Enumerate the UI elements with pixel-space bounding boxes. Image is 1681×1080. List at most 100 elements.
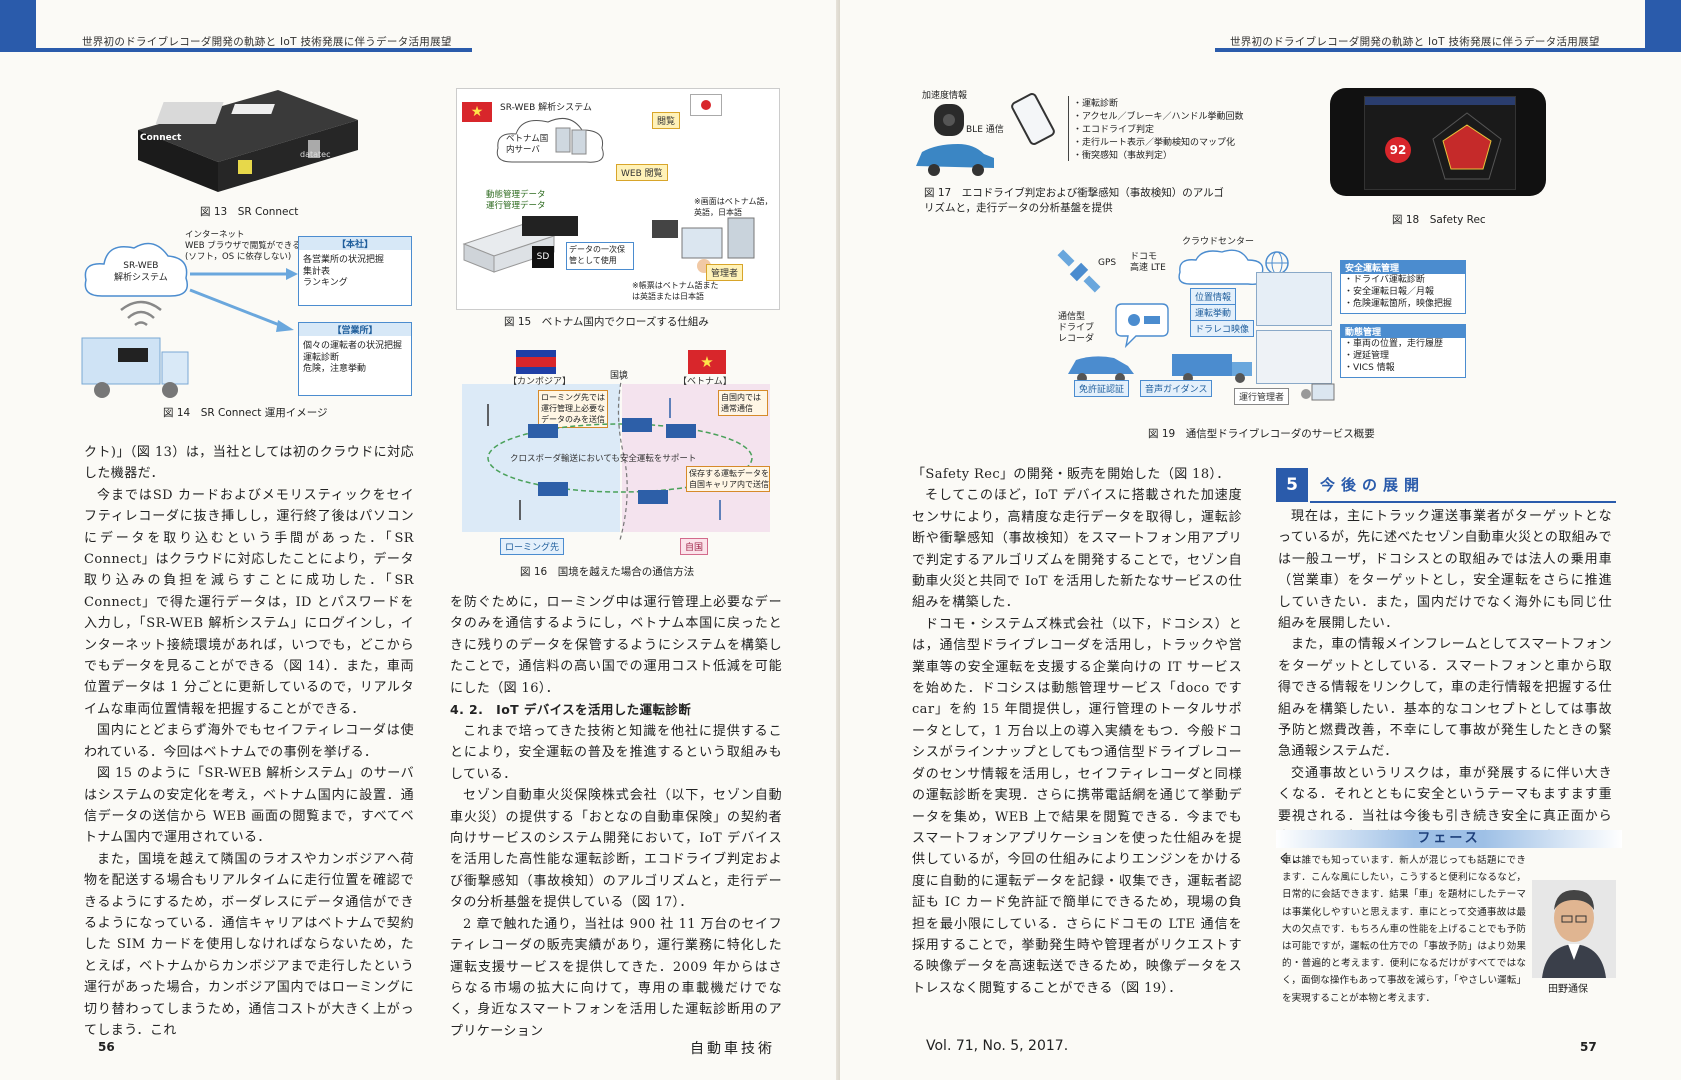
fig14-hq-title: 【本社】	[299, 237, 411, 250]
fig19-license: 免許証認証	[1074, 380, 1130, 397]
satellite-icon	[1057, 249, 1101, 293]
fig19-manager-icon	[1301, 383, 1335, 401]
fig17-item-list: ・運転診断 ・アクセル／ブレーキ／ハンドル挙動回数 ・エコドライブ判定 ・走行ル…	[1068, 96, 1244, 161]
device-label: datatec	[300, 150, 331, 159]
author-portrait	[1532, 880, 1616, 978]
fig14-internet-note: インターネット WEB ブラウザで閲覧ができる (ソフト，OS に依存しない)	[185, 230, 301, 262]
col3-paragraph: そしてこのほど，IoT デバイスに搭載された加速度センサにより，高精度な走行デー…	[912, 488, 1242, 611]
fig17-accel-label: 加速度情報	[922, 91, 968, 101]
fig18-score: 92	[1385, 137, 1411, 163]
fig19-recorder-icon	[1115, 303, 1169, 349]
fig19-cloud	[1178, 249, 1264, 285]
fig16-roaming-label: ローミング先	[500, 538, 565, 555]
fig14-cloud-label: SR-WEB 解析システム	[114, 261, 168, 283]
fig16-border-label: 国境	[610, 371, 629, 381]
fig14-branch-box: 【営業所】 個々の運転者の状況把握 運転診断 危険，注意挙動	[298, 322, 412, 396]
body-column-2: を防ぐために，ローミング中は運行管理上必要なデータのみを通信するようにし，ベトナ…	[450, 592, 782, 1042]
fig18-phone: 92	[1330, 88, 1546, 196]
fig16-vietnam: 【ベトナム】	[678, 377, 732, 387]
fig16-border-line	[617, 375, 628, 541]
fig14-cloud	[84, 242, 188, 297]
body-column-1: クト)」（図 13）は，当社としては初のクラウドに対応した機器だ． 今まではSD…	[84, 442, 414, 1041]
fig19-tag: 運転挙動	[1190, 304, 1237, 321]
header-accent-right	[1645, 0, 1681, 52]
vietnam-flag-icon-2: ★	[688, 350, 726, 374]
fig15-report-note: ※帳票はベトナム語また は英語または日本語	[632, 281, 719, 301]
japan-flag-icon	[690, 94, 722, 116]
fig19-gps: GPS	[1098, 258, 1117, 268]
fig19-motion-title: 動態管理	[1341, 325, 1465, 338]
cambodia-flag-icon	[516, 350, 556, 374]
fig15-view-label: 閲覧	[652, 112, 681, 129]
fig18-app-header	[1365, 97, 1515, 105]
fig19-docomo: ドコモ 高速 LTE	[1130, 252, 1166, 273]
fig14-hq-box: 【本社】 各営業所の状況把握 集計表 ランキング	[298, 236, 412, 306]
fig15-data-label: 動態管理データ 運行管理データ	[486, 190, 546, 211]
fig17-item: ・アクセル／ブレーキ／ハンドル挙動回数	[1073, 112, 1244, 122]
fig15-screen-note: ※画面はベトナム語， 英語，日本語	[694, 197, 773, 217]
fig15-temp-store: データの一次保 管として使用	[566, 242, 634, 270]
fig19-safety-title: 安全運転管理	[1341, 261, 1465, 274]
fig19-motion-item: ・車両の位置，走行履歴	[1344, 339, 1444, 349]
fig19-motion-item: ・VICS 情報	[1344, 363, 1395, 373]
fig15-sd-card: SD	[532, 246, 554, 268]
fig14-branch-line2: 運転診断 危険，注意挙動	[303, 353, 367, 374]
fig17-car-icon	[916, 144, 994, 176]
body-column-3: 「Safety Rec」の開発・販売を開始した（図 18）． そしてこのほど，I…	[912, 464, 1242, 999]
fig14-truck-icon	[81, 337, 189, 398]
fig17-item: ・走行ルート表示／挙動検知のマップ化	[1073, 138, 1236, 148]
fig16-route	[487, 398, 753, 520]
col2-paragraph: これまで培ってきた技術と知識を他社に提供することにより，安全運転の普及を推進する…	[450, 724, 782, 782]
fig18-radar-chart	[1432, 112, 1502, 180]
col1-paragraph: 図 15 のように「SR-WEB 解析システム」のサーバはシステムの安定化を考え…	[84, 766, 414, 846]
fig17-item: ・運転診断	[1073, 99, 1119, 109]
running-title-left: 世界初のドライブレコーダ開発の軌跡と IoT 技術発展に伴うデータ活用展望	[82, 36, 452, 48]
fig18-caption: 図 18 Safety Rec	[1392, 214, 1486, 226]
journal-volume: Vol. 71, No. 5, 2017.	[926, 1038, 1069, 1054]
face-title: フェース	[1417, 831, 1481, 846]
col2-paragraph: を防ぐために，ローミング中は運行管理上必要なデータのみを通信するようにし，ベトナ…	[450, 595, 782, 696]
fig17-sensor-icon	[934, 104, 964, 136]
fig15-caption: 図 15 ベトナム国内でクローズする仕組み	[504, 316, 709, 328]
fig16-cambodia: 【カンボジア】	[508, 377, 572, 387]
fig16-save-note: 保存する運転データを 自国キャリア内で送信	[686, 466, 770, 492]
fig17-ble-label: BLE 通信	[966, 125, 1004, 135]
fig19-safety-box: 安全運転管理 ・ドライバ運転診断 ・安全運転日報／月報 ・危険運転箇所，映像把握	[1340, 260, 1466, 314]
face-text: 車は誰でも知っています．新人が混じっても話題にできます．こんな風にしたい，こうす…	[1282, 855, 1526, 1004]
fig14-arrows	[189, 268, 298, 332]
journal-name: 自動車技術	[690, 1041, 775, 1057]
col2-paragraph: 2 章で触れた通り，当社は 900 社 11 万台のセイフティレコーダの販売実績…	[450, 916, 782, 1039]
section-5-heading: 5 今後の展開	[1276, 468, 1616, 503]
fig14-caption: 図 14 SR Connect 運用イメージ	[163, 407, 328, 419]
section-title: 今後の展開	[1320, 476, 1426, 494]
fig19-safety-item: ・ドライバ運転診断	[1344, 275, 1425, 285]
section-rule	[1310, 501, 1616, 503]
fig19-screen-route	[1256, 330, 1332, 384]
running-title-right: 世界初のドライブレコーダ開発の軌跡と IoT 技術発展に伴うデータ活用展望	[1230, 36, 1600, 48]
col1-paragraph: 今まではSD カードおよびメモリスティックをセイフティレコーダに抜き挿しし，運行…	[84, 487, 414, 717]
header-accent-left	[0, 0, 36, 52]
fig16-home-note: 自国内では 通常通信	[718, 390, 768, 416]
device-brand: Connect	[140, 133, 182, 143]
fig15-server-label: ベトナム国 内サーバ	[506, 134, 549, 155]
fig19-tag: 位置情報	[1190, 288, 1237, 305]
fig19-cloud-center: クラウドセンター	[1182, 237, 1255, 247]
fig14-branch-title: 【営業所】	[299, 323, 411, 336]
fig18-app-screen: 92	[1364, 96, 1516, 190]
fig19-recorder: 通信型 ドライブ レコーダ	[1058, 312, 1095, 344]
fig14-branch-line1: 個々の運転者の状況把握	[303, 341, 403, 351]
col4-paragraph: また，車の情報メインフレームとしてスマートフォンをターゲットとしている．スマート…	[1278, 637, 1612, 760]
fig19-safety-item: ・安全運転日報／月報	[1344, 287, 1435, 297]
fig19-safety-item: ・危険運転箇所，映像把握	[1344, 299, 1453, 309]
fig15-truck-icon	[462, 216, 578, 273]
fig13-caption: 図 13 SR Connect	[200, 206, 299, 218]
fig19-motion-box: 動態管理 ・車両の位置，走行履歴 ・遅延管理 ・VICS 情報	[1340, 324, 1466, 378]
left-page: 世界初のドライブレコーダ開発の軌跡と IoT 技術発展に伴うデータ活用展望 Co…	[0, 0, 840, 1080]
author-photo	[1532, 880, 1616, 978]
fig19-voice: 音声ガイダンス	[1140, 380, 1213, 397]
fig15-system-label: SR-WEB 解析システム	[500, 103, 592, 113]
author-name: 田野通保	[1548, 984, 1588, 995]
wifi-icon	[120, 300, 162, 327]
col2-paragraph: セゾン自動車火災保険株式会社（以下，セゾン自動車火災）の提供する「おとなの自動車…	[450, 788, 782, 911]
fig14-hq-line1: 各営業所の状況把握	[303, 255, 385, 265]
